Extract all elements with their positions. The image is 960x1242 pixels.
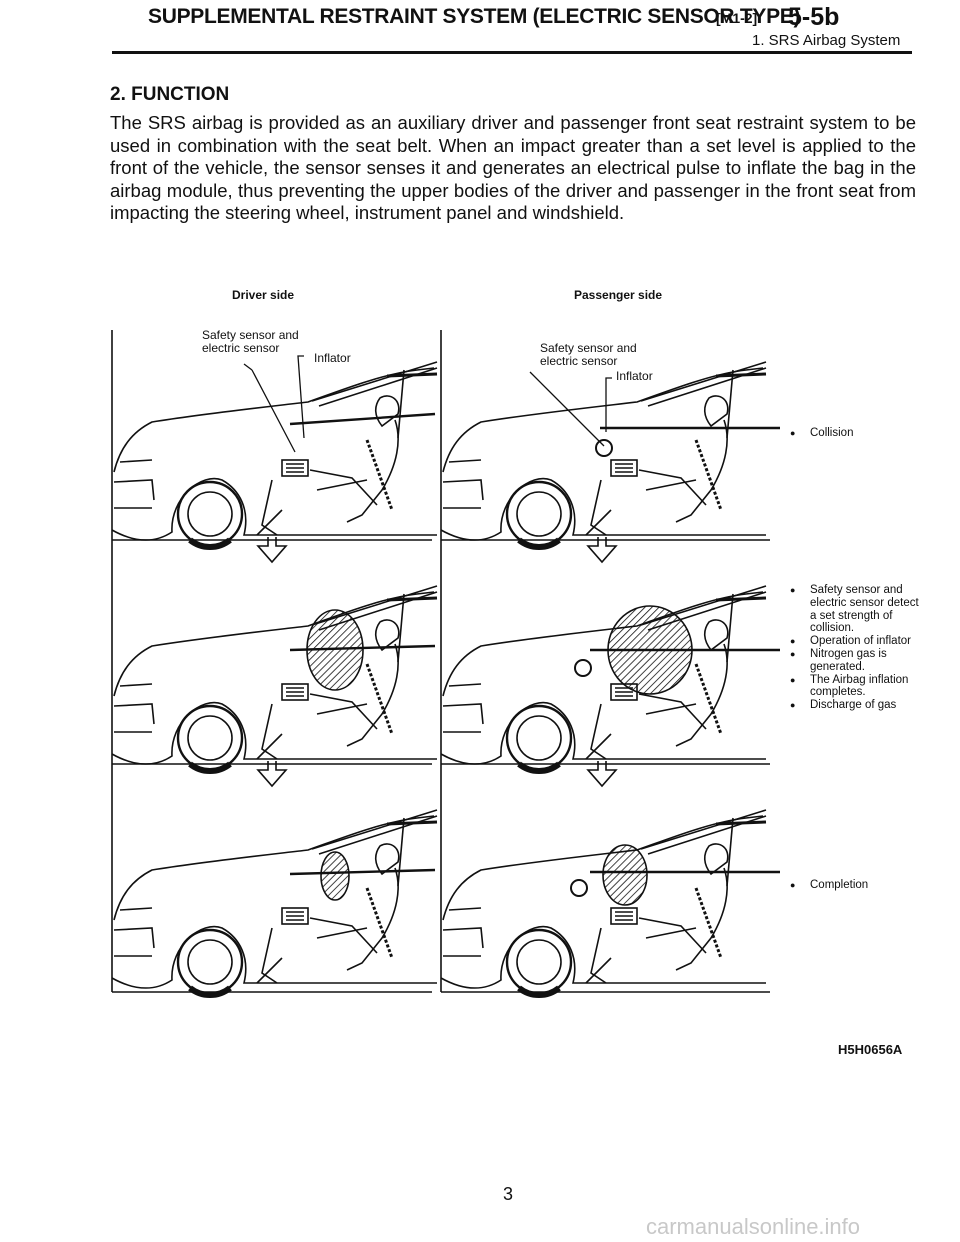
header-rule xyxy=(112,51,912,54)
header-subtitle: 1. SRS Airbag System xyxy=(752,32,901,49)
header-title: SUPPLEMENTAL RESTRAINT SYSTEM (ELECTRIC … xyxy=(148,5,801,28)
stage-notes-inflation: Safety sensor and electric sensor detect… xyxy=(790,584,920,712)
watermark: carmanualsonline.info xyxy=(646,1214,861,1239)
driver-inflator-label: Inflator xyxy=(314,351,351,365)
stage-note: Operation of inflator xyxy=(790,635,920,648)
passenger-sensor-label: Safety sensor and electric sensor xyxy=(540,341,637,368)
section-title: 2. FUNCTION xyxy=(110,84,230,105)
section-number: 5-5b xyxy=(788,3,840,31)
passenger-side-label: Passenger side xyxy=(574,288,663,302)
stage-notes-collision: Collision xyxy=(790,427,920,440)
stage-note: Safety sensor and electric sensor detect… xyxy=(790,584,920,635)
stage-note: Nitrogen gas is generated. xyxy=(790,648,920,674)
driver-sensor-label: Safety sensor and electric sensor xyxy=(202,328,299,355)
figure-code: H5H0656A xyxy=(838,1042,903,1057)
header-code: [M1-2] xyxy=(716,10,758,26)
stage-note: The Airbag inflation completes. xyxy=(790,674,920,700)
stage-note: Completion xyxy=(790,879,920,892)
page-number: 3 xyxy=(503,1184,514,1204)
passenger-inflator-label: Inflator xyxy=(616,369,653,383)
stage-notes-completion: Completion xyxy=(790,879,920,892)
stage-note: Discharge of gas xyxy=(790,699,920,712)
stage-note: Collision xyxy=(790,427,920,440)
section-body: The SRS airbag is provided as an auxilia… xyxy=(110,112,916,223)
driver-side-label: Driver side xyxy=(232,288,295,302)
